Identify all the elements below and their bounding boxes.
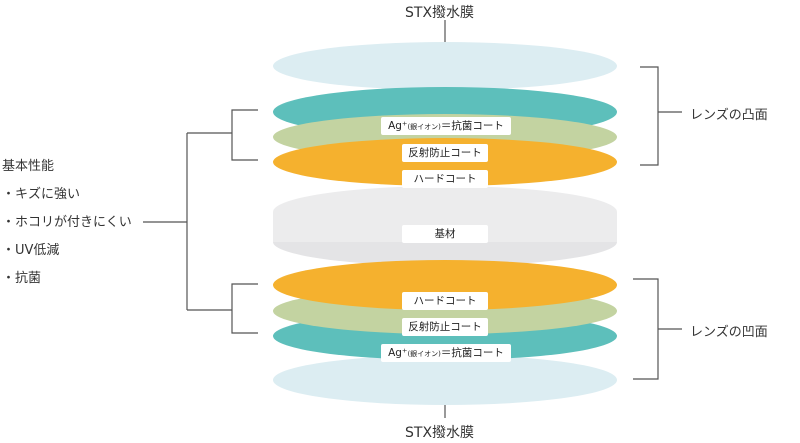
bottom-stx-film-label: STX撥水膜	[405, 425, 475, 441]
hard-coat-label-top: ハードコート	[402, 170, 488, 188]
concave-surface-label: レンズの凹面	[690, 325, 768, 340]
antireflection-coat-label-top: 反射防止コート	[402, 144, 488, 162]
convex-surface-label: レンズの凸面	[690, 108, 768, 123]
antibacterial-text: ＝抗菌コート	[440, 120, 504, 132]
feature-item: ・UV低減	[2, 243, 60, 258]
stx-film-bottom-highlight	[273, 355, 617, 405]
feature-item: ・ホコリが付きにくい	[2, 215, 132, 230]
base-material-highlight	[273, 186, 617, 238]
silver-ion-text: (銀イオン)	[407, 123, 441, 131]
hard-coat-layer-top-highlight	[273, 138, 617, 186]
ag-text: Ag⁺	[388, 120, 408, 132]
features-title: 基本性能	[2, 159, 55, 174]
antireflection-coat-label-bottom: 反射防止コート	[402, 318, 488, 336]
hard-coat-label-bottom: ハードコート	[402, 292, 488, 310]
top-stx-film-label: STX撥水膜	[405, 5, 475, 21]
stx-film-top	[273, 42, 617, 90]
antibacterial-coat-label-bottom: Ag⁺(銀イオン)＝抗菌コート	[381, 344, 511, 362]
antibacterial-coat-label-top: Ag⁺(銀イオン)＝抗菌コート	[381, 117, 511, 135]
feature-item: ・キズに強い	[2, 187, 81, 202]
silver-ion-text: (銀イオン)	[407, 350, 441, 358]
bracket-lines	[143, 20, 682, 418]
ag-text: Ag⁺	[388, 347, 408, 359]
base-material-label: 基材	[402, 225, 488, 243]
antibacterial-text: ＝抗菌コート	[440, 347, 504, 359]
feature-item: ・抗菌	[2, 271, 42, 286]
hard-coat-layer-bottom-highlight	[273, 260, 617, 310]
